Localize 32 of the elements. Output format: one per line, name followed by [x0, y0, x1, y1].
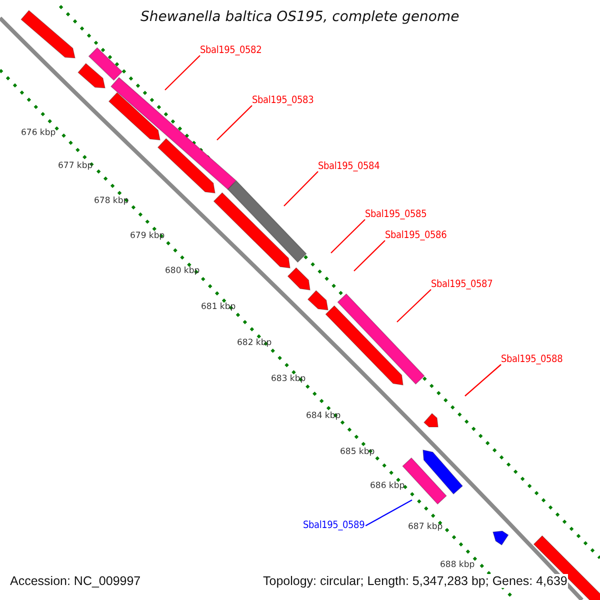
gene-label: Sbal195_0586	[385, 230, 447, 242]
scale-label: 677 kbp	[58, 162, 93, 172]
leader-line	[365, 499, 412, 526]
leader-line	[330, 219, 366, 254]
scale-label: 682 kbp	[237, 339, 272, 349]
leader-line	[216, 105, 252, 140]
leader-line	[354, 240, 386, 272]
scale-label: 678 kbp	[94, 197, 129, 207]
scale-label: 683 kbp	[271, 375, 306, 385]
info-text: Topology: circular; Length: 5,347,283 bp; Genes: 4,639	[262, 574, 568, 588]
scale-label: 684 kbp	[306, 412, 341, 422]
gene-label: Sbal195_0583	[252, 95, 314, 106]
leader-line	[164, 55, 200, 90]
scale-label: 688 kbp	[440, 561, 475, 571]
gene-label: Sbal195_0584	[318, 161, 380, 172]
diagram-title: Shewanella baltica OS195, complete genome	[140, 9, 460, 26]
gene-label: Sbal195_0587	[431, 279, 493, 290]
gene-label: Sbal195_0589	[303, 520, 365, 532]
scale-label: 687 kbp	[408, 523, 443, 533]
gene-label: Sbal195_0585	[365, 209, 427, 220]
gene-label: Sbal195_0582	[200, 45, 262, 56]
scale-label: 681 kbp	[201, 303, 236, 313]
scale-label: 686 kbp	[370, 482, 405, 492]
info-text: Accession: NC_009997	[9, 574, 142, 588]
gene-label: Sbal195_0588	[501, 354, 563, 366]
scale-label: 676 kbp	[21, 129, 56, 139]
scale-label: 679 kbp	[130, 232, 165, 242]
scale-label: 685 kbp	[340, 448, 375, 458]
leader-line	[396, 289, 432, 322]
leader-line	[284, 171, 318, 206]
scale-label: 680 kbp	[165, 267, 200, 277]
leader-line	[464, 364, 502, 396]
